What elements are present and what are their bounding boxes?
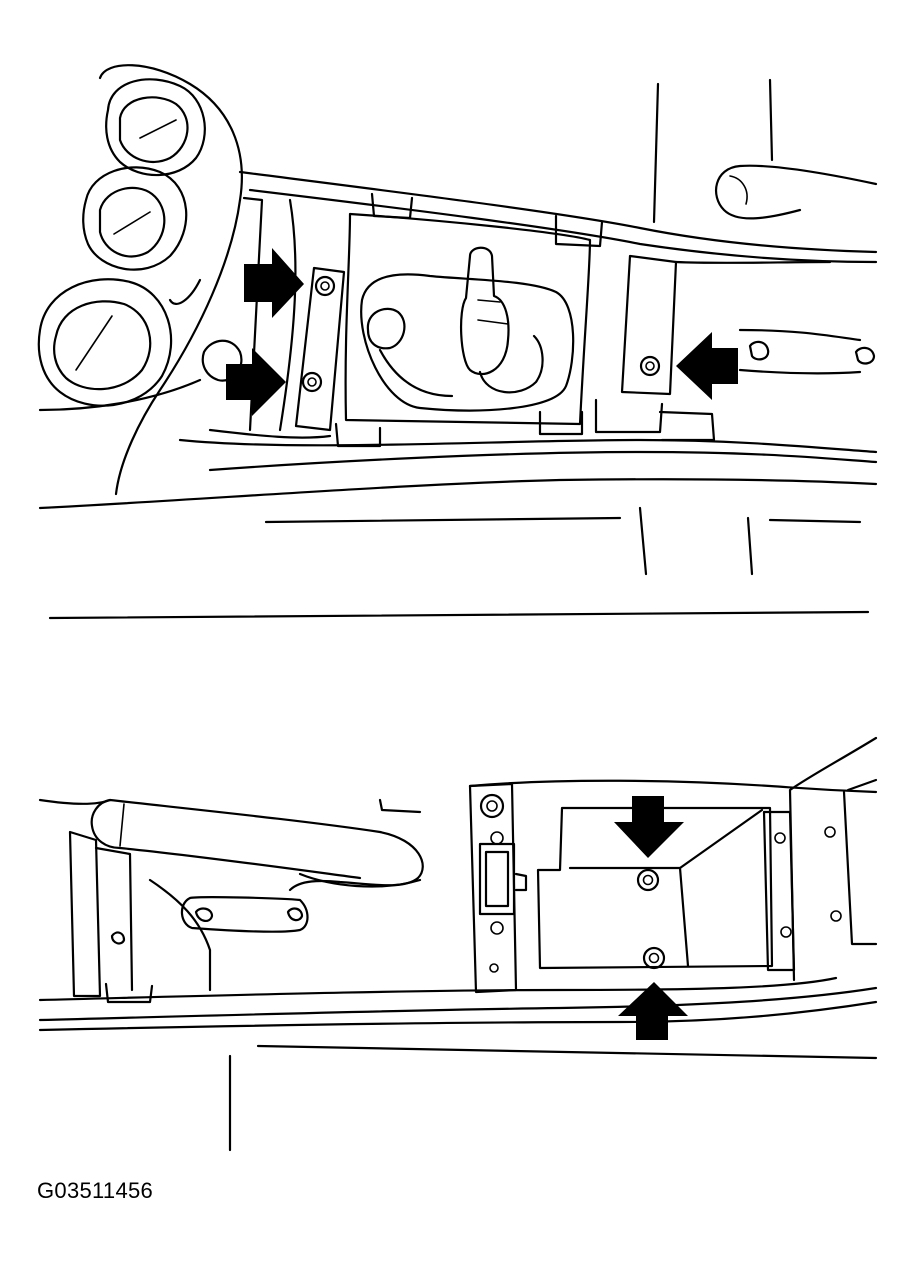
arrow-icon bbox=[244, 248, 304, 318]
arrow-icon bbox=[614, 796, 684, 858]
screw-lower-top bbox=[636, 868, 660, 892]
gauge-middle bbox=[82, 166, 188, 271]
figure-code: G03511456 bbox=[37, 1178, 154, 1203]
screw-lower-bottom bbox=[642, 946, 666, 970]
screw-upper-left-top bbox=[314, 275, 336, 297]
gauge-bottom bbox=[37, 278, 173, 407]
arrow-icon bbox=[676, 332, 738, 400]
arrow-icon bbox=[226, 348, 286, 416]
screw-upper-right bbox=[639, 355, 661, 377]
upper-view bbox=[37, 64, 878, 620]
arrow-icon bbox=[618, 982, 688, 1040]
screw-upper-left-bottom bbox=[301, 371, 323, 393]
gauge-top bbox=[105, 78, 206, 177]
switch-knob bbox=[479, 793, 505, 819]
lower-view bbox=[38, 736, 878, 1152]
